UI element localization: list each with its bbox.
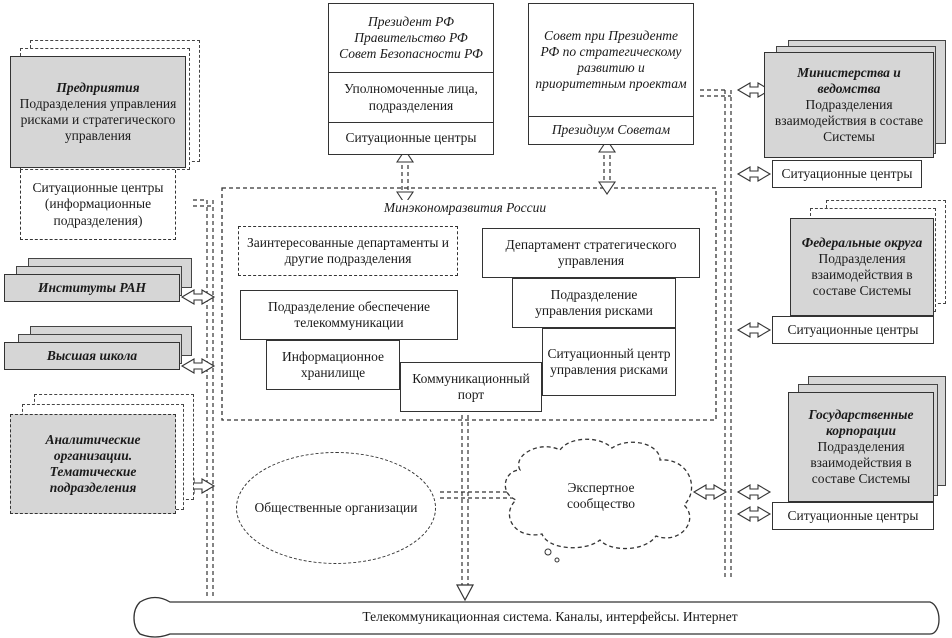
telecom-system: Телекоммуникационная система. Каналы, ин… (362, 609, 738, 624)
higher-school-box: Высшая школа (4, 342, 180, 370)
ministry-container (221, 187, 717, 421)
enterprises-body: Подразделения управления рисками и страт… (19, 95, 177, 144)
analytic-box: Аналитические организации. Тематические … (10, 414, 176, 514)
telecom-banner (133, 596, 940, 638)
council-box: Совет при Президенте РФ по стратегическо… (528, 3, 694, 145)
presidium: Президиум Советам (529, 116, 693, 144)
ministries-sit-centers: Ситуационные центры (772, 160, 922, 188)
authorized-persons: Уполномоченные лица, подразделения (329, 72, 493, 122)
corps-title: Государственные корпорации (808, 406, 914, 438)
districts-body: Подразделения взаимодействия в составе С… (811, 250, 913, 299)
districts-sit-centers: Ситуационные центры (772, 316, 934, 344)
corps-box: Государственные корпорации Подразделения… (788, 392, 934, 502)
middle-link (440, 491, 514, 499)
enterprises-box: Предприятия Подразделения управления рис… (10, 56, 186, 168)
strategic-department: Департамент стратегического управления (482, 228, 700, 278)
center-bus (461, 408, 469, 588)
right-arrows (692, 82, 772, 522)
top-sit-centers: Ситуационные центры (329, 122, 493, 154)
information-storage: Информационное хранилище (266, 340, 400, 390)
ministries-box: Министерства и ведомства Подразделения в… (764, 52, 934, 158)
risk-situational-center: Ситуационный центр управления рисками (542, 328, 676, 396)
left-bus (193, 199, 214, 598)
ran-box: Институты РАН (4, 274, 180, 302)
expert-cloud (504, 438, 693, 550)
ministries-title: Министерства и ведомства (797, 64, 901, 96)
telecom-support-unit: Подразделение обеспечение телекоммуникац… (240, 290, 458, 340)
districts-box: Федеральные округа Подразделения взаимод… (790, 218, 934, 316)
enterprises-sit-centers: Ситуационные центры (информационные подр… (20, 170, 176, 240)
president-line-2: Правительство РФ (354, 29, 468, 45)
president-box: Президент РФ Правительство РФ Совет Безо… (328, 3, 494, 155)
enterprises-title: Предприятия (56, 79, 140, 95)
president-line-3: Совет Безопасности РФ (339, 46, 483, 62)
public-organizations: Общественные организации (236, 452, 436, 564)
expert-community: Экспертное сообщество (566, 480, 635, 512)
president-line-1: Президент РФ (368, 13, 454, 29)
top-links (401, 148, 611, 196)
right-bus (700, 89, 732, 580)
risk-management-unit: Подразделение управления рисками (512, 278, 676, 328)
districts-title: Федеральные округа (801, 234, 923, 250)
corps-sit-centers: Ситуационные центры (772, 502, 934, 530)
ministries-body: Подразделения взаимодействия в составе С… (774, 96, 924, 145)
ministry-title: Минэкономразвития России (340, 200, 590, 217)
council-title: Совет при Президенте РФ по стратегическо… (535, 27, 687, 92)
communication-port: Коммуникационный порт (400, 362, 542, 412)
corps-body: Подразделения взаимодействия в составе С… (810, 438, 912, 487)
interested-departments: Заинтересованные департаменты и другие п… (238, 226, 458, 276)
center-arrow-head (456, 584, 474, 602)
